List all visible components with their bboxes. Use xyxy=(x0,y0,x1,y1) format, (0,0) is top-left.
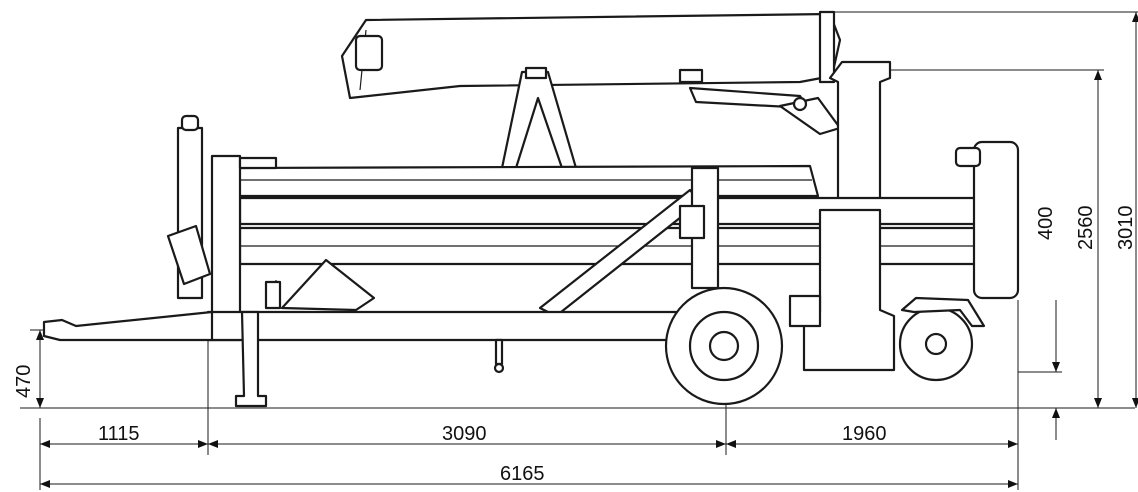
dim-wheelbase: 3090 xyxy=(442,423,487,445)
chassis-rail xyxy=(206,310,682,342)
dim-frame-height: 2560 xyxy=(1075,206,1097,251)
dim-overall-length: 6165 xyxy=(500,463,545,485)
boom-arm xyxy=(340,12,842,100)
dim-rear-overhang: 1960 xyxy=(842,423,887,445)
dim-rear-clearance: 400 xyxy=(1035,207,1057,240)
rear-end-cap xyxy=(972,140,1020,300)
mast-column xyxy=(828,60,892,212)
dim-drawbar-height: 470 xyxy=(13,365,35,398)
support-jack xyxy=(234,310,268,408)
dim-front-overhang: 1115 xyxy=(98,423,140,445)
drawbar xyxy=(42,310,214,342)
front-upright xyxy=(210,154,242,342)
upper-deck xyxy=(236,164,820,198)
dim-overall-height: 3010 xyxy=(1115,206,1137,251)
trailer-body xyxy=(42,10,1020,408)
chute xyxy=(280,258,376,312)
dimension-lines xyxy=(20,11,1138,490)
